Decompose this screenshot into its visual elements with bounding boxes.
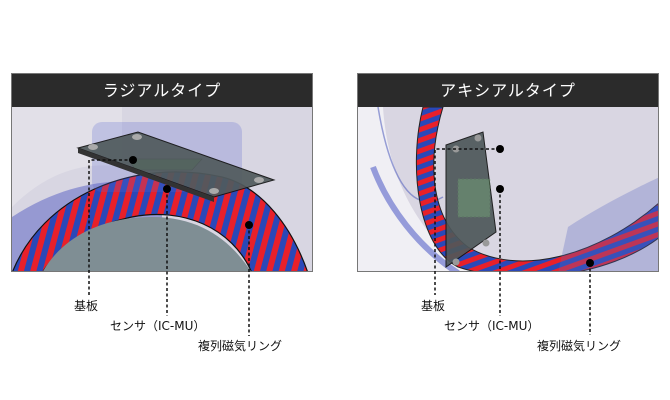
radial-type-title: ラジアルタイプ bbox=[12, 74, 312, 107]
sensor-label-axial: センサ（IC-MU） bbox=[444, 319, 540, 333]
axial-encoder-illustration bbox=[358, 107, 658, 271]
ring-label-axial: 複列磁気リング bbox=[537, 339, 622, 353]
sensor-label-radial: センサ（IC-MU） bbox=[110, 319, 206, 333]
radial-encoder-illustration bbox=[12, 107, 312, 271]
radial-type-panel: ラジアルタイプ bbox=[11, 73, 313, 272]
ring-label-radial: 複列磁気リング bbox=[198, 339, 283, 353]
board-label-radial: 基板 bbox=[74, 299, 99, 313]
axial-type-panel: アキシアルタイプ bbox=[357, 73, 659, 272]
board-label-axial: 基板 bbox=[421, 299, 446, 313]
axial-type-title: アキシアルタイプ bbox=[358, 74, 658, 107]
